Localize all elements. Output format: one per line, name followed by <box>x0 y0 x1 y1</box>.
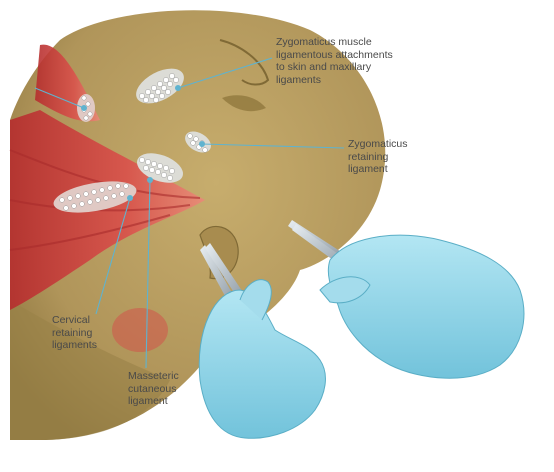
nose <box>219 39 270 86</box>
glove-right <box>327 234 525 379</box>
leader-lines <box>34 57 345 369</box>
muscle-band <box>9 149 201 199</box>
glove-left-finger <box>239 279 272 321</box>
label-cervical-retaining-ligaments: Cervical retaining ligaments <box>52 314 97 351</box>
label-masseteric-cutaneous-ligament: Masseteric cutaneous ligament <box>128 370 179 407</box>
muscle-band-3 <box>9 214 171 251</box>
label-zygomaticus-muscle-attachments: Zygomaticus muscle ligamentous attachmen… <box>276 36 393 86</box>
leader-dots <box>81 85 205 201</box>
glove-left <box>198 289 326 439</box>
ligament-cluster-zygomaticus-muscle <box>136 68 184 104</box>
eye <box>222 95 266 112</box>
ligament-cluster-cervical <box>53 181 137 213</box>
muscle-patch <box>112 308 168 352</box>
glove-right-finger <box>319 276 371 304</box>
neck-shadow <box>10 300 170 440</box>
face-skin <box>10 10 386 441</box>
label-zygomaticus-retaining-ligament: Zygomaticus retaining ligament <box>348 138 408 175</box>
ligament-cluster-masseteric <box>137 153 183 183</box>
